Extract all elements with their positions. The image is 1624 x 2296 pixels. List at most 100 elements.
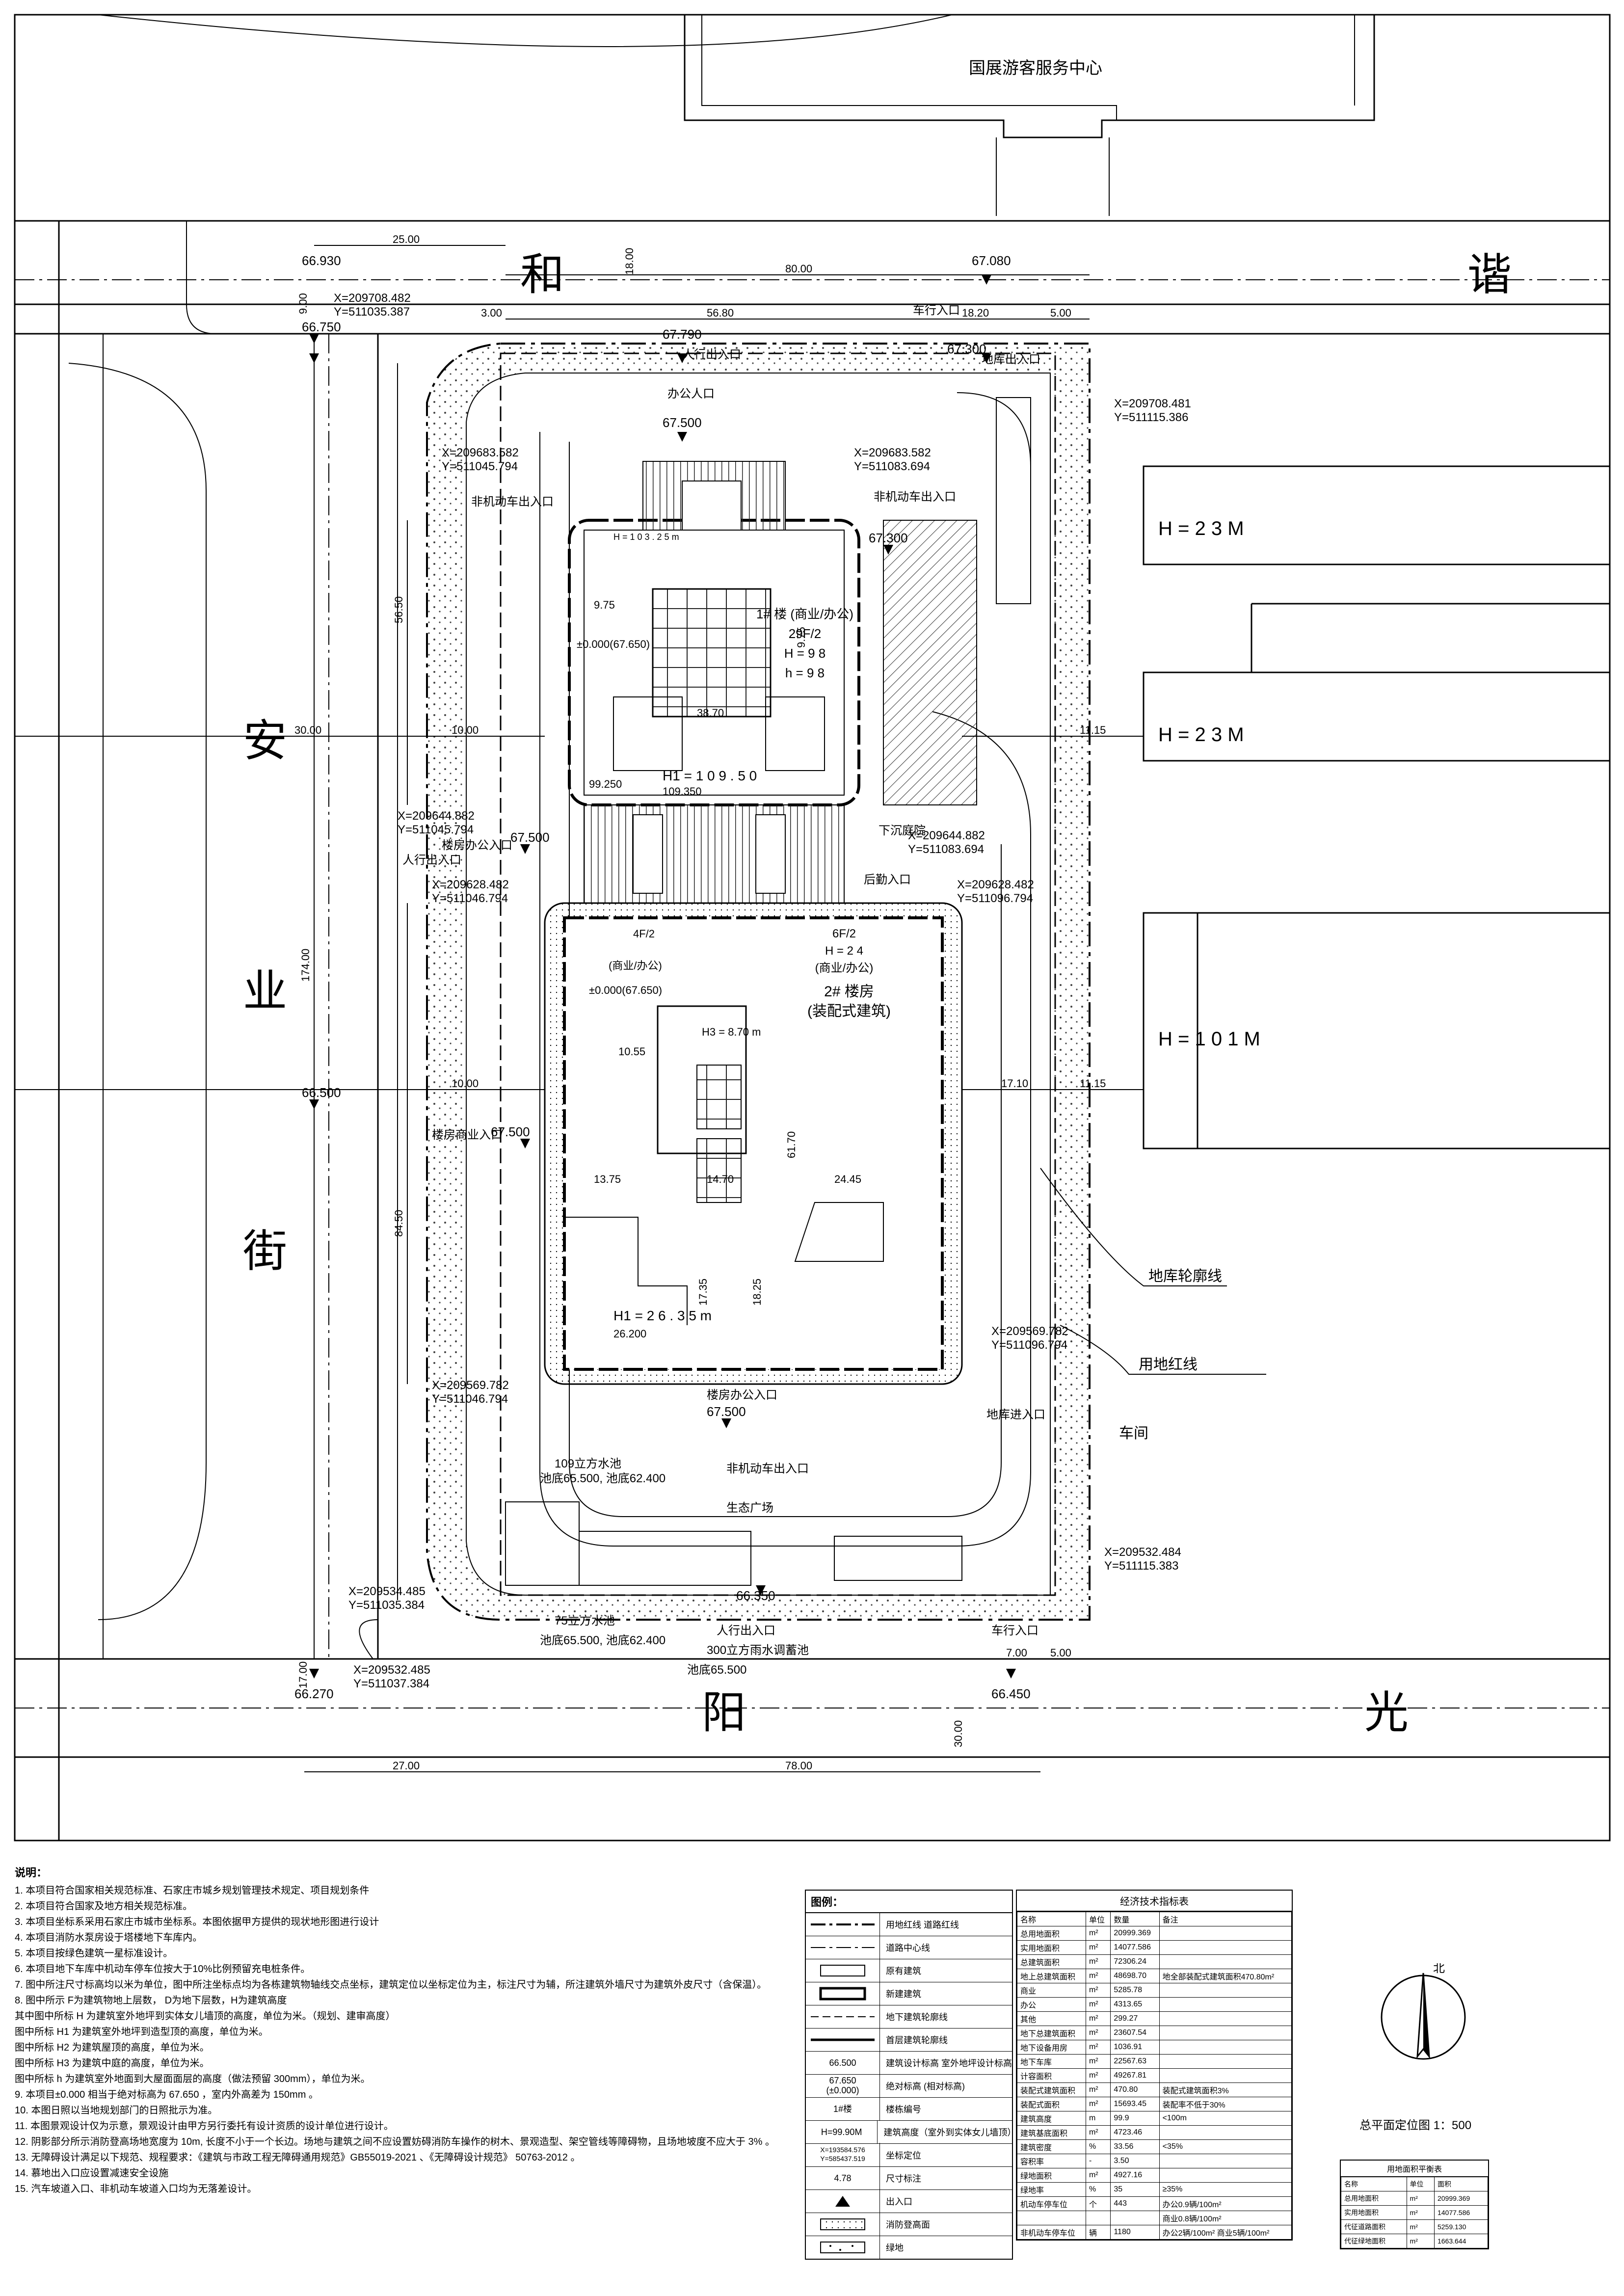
svg-text:X=209532.484: X=209532.484 <box>1104 1546 1181 1559</box>
legend-symbol: Y=585437.519 <box>820 2154 865 2163</box>
dim-24-45: 24.45 <box>834 1173 861 1185</box>
tech-row-cell <box>1159 2054 1292 2069</box>
tech-row-cell: m² <box>1085 2125 1111 2140</box>
svg-text:75立方水池: 75立方水池 <box>555 1614 615 1628</box>
svg-text:下沉庭院: 下沉庭院 <box>879 824 926 837</box>
note-item: 14. 慕地出入口应设置减速安全设施 <box>15 2168 169 2179</box>
tech-row-cell: 3.50 <box>1110 2154 1160 2168</box>
dim-84-50: 84.50 <box>393 1210 405 1237</box>
legend-item: 道路中心线 <box>886 1943 930 1953</box>
legend-item: 消防登高面 <box>886 2220 930 2230</box>
legend-item: 楼栋编号 <box>886 2105 921 2114</box>
svg-text:Y=511083.694: Y=511083.694 <box>854 460 930 473</box>
elev-67-500-2: 67.500 <box>510 830 550 845</box>
tech-row-cell: 99.9 <box>1110 2111 1160 2126</box>
land-balance-row-cell: 总用地面积 <box>1341 2191 1407 2206</box>
tech-row-cell: 建筑密度 <box>1017 2139 1086 2154</box>
tech-row-cell: <100m <box>1159 2111 1292 2126</box>
note-item: 1. 本项目符合国家相关规范标准、石家庄市城乡规划管理技术规定、项目规划条件 <box>15 1885 370 1896</box>
dim-17: 17.00 <box>297 1661 309 1688</box>
land-balance-row-cell: m² <box>1406 2219 1435 2234</box>
svg-text:楼房商业入口: 楼房商业入口 <box>432 1128 503 1142</box>
note-item: 图中所标 H3 为建筑中庭的高度，单位为米。 <box>15 2058 210 2069</box>
elev-66-350: 66.350 <box>736 1588 775 1603</box>
tech-row-cell <box>1159 1954 1292 1969</box>
tech-header: 单位 <box>1085 1912 1111 1926</box>
svg-text:地库进入口: 地库进入口 <box>986 1408 1045 1421</box>
land-balance-row-cell: 实用地面积 <box>1341 2205 1407 2220</box>
svg-text:非机动车出入口: 非机动车出入口 <box>471 495 554 508</box>
tech-row-cell: m² <box>1085 2097 1111 2111</box>
tech-row-cell: 5285.78 <box>1110 1983 1160 1998</box>
land-balance-row-cell: m² <box>1406 2191 1435 2206</box>
tech-title: 经济技术指标表 <box>1017 1891 1292 1912</box>
note-item: 12. 阴影部分所示消防登高场地宽度为 10m, 长度不小于一个长边。场地与建筑… <box>15 2136 775 2147</box>
svg-text:X=209628.482: X=209628.482 <box>432 878 509 891</box>
tech-row-cell <box>1159 2068 1292 2083</box>
b2-label: 2# 楼房 <box>824 984 874 1000</box>
svg-text:X=209628.482: X=209628.482 <box>957 878 1034 891</box>
svg-text:非机动车出入口: 非机动车出入口 <box>874 490 956 504</box>
elev-67-500: 67.500 <box>663 415 702 430</box>
legend-item: (相对标高) <box>924 2082 965 2091</box>
dim-30-s: 30.00 <box>952 1720 964 1747</box>
tech-row-cell: m² <box>1085 2082 1111 2097</box>
b1-floor-h: H = 1 0 3 . 2 5 m <box>613 532 679 542</box>
tech-row-cell: 装配式面积 <box>1017 2097 1086 2111</box>
building-2: 6F/2 H = 2 4 (商业/办公) 2# 楼房 (装配式建筑) 4F/2 … <box>544 902 963 1385</box>
dim-56-80: 56.80 <box>707 307 734 319</box>
entrance-labels: 人行出入口 办公人口 车行入口 地库出入口 非机动车出入口 非机动车出入口 人行… <box>402 304 1045 1677</box>
tech-row-cell <box>1159 1983 1292 1998</box>
elev-67-300-2: 67.300 <box>869 531 908 545</box>
road-name-west-2: 业 <box>243 967 287 1016</box>
svg-text:人行出入口: 人行出入口 <box>717 1624 775 1637</box>
land-balance-header: 面积 <box>1434 2177 1489 2191</box>
tech-row-cell: 其他 <box>1017 2011 1086 2026</box>
svg-text:人行出入口: 人行出入口 <box>402 854 461 867</box>
tech-row-cell: - <box>1085 2154 1111 2168</box>
note-item: 图中所标 h 为建筑室外地面到大屋面面层的高度（做法预留 300mm），单位为米… <box>15 2074 371 2084</box>
tech-row-cell: m² <box>1085 2026 1111 2040</box>
note-item: 7. 图中所注尺寸标高均以米为单位，图中所注坐标点均为各栋建筑物轴线交点坐标，建… <box>15 1979 767 1990</box>
elev-66-450: 66.450 <box>991 1686 1031 1701</box>
tech-row-cell: 14077.586 <box>1110 1940 1160 1955</box>
tech-row-cell: m² <box>1085 1969 1111 1983</box>
tech-row-cell: 建筑高度 <box>1017 2111 1086 2126</box>
tech-row-cell: 辆 <box>1085 2225 1111 2240</box>
note-item: 11. 本图景观设计仅为示意，景观设计由甲方另行委托有设计资质的设计单位进行设计… <box>15 2121 394 2132</box>
legend-title: 图例： <box>806 1891 1012 1913</box>
tech-row-cell: 实用地面积 <box>1017 1940 1086 1955</box>
tech-row-cell: 地下车库 <box>1017 2054 1086 2069</box>
dim-9: 9.00 <box>297 293 309 314</box>
note-item: 13. 无障碍设计满足以下规范、规程要求：《建筑与市政工程无障碍通用规范》GB5… <box>15 2152 581 2163</box>
elevation-markers <box>309 275 1016 1679</box>
dim-9-75: 9.75 <box>594 599 615 611</box>
tech-row-cell <box>1159 1926 1292 1941</box>
svg-text:X=209644.882: X=209644.882 <box>908 829 985 842</box>
road-name-north-2: 谐 <box>1467 250 1512 299</box>
note-item: 10. 本图日照以当地规划部门的日照批示为准。 <box>15 2105 218 2116</box>
tech-row-cell: 1180 <box>1110 2225 1160 2240</box>
b1-h1: H1 = 1 0 9 . 5 0 <box>663 768 757 783</box>
svg-text:楼房办公入口: 楼房办公入口 <box>442 839 512 852</box>
tech-row-cell: 地全部装配式建筑面积470.80m² <box>1159 1969 1292 1983</box>
svg-text:楼房办公入口: 楼房办公入口 <box>707 1388 777 1402</box>
dimension-lines <box>15 245 1144 1772</box>
note-item: 9. 本项目±0.000 相当于绝对标高为 67.650 ，室内外高差为 150… <box>15 2089 319 2100</box>
note-item: 图中所标 H2 为建筑屋顶的高度，单位为米。 <box>15 2042 210 2053</box>
svg-text:人行出入口: 人行出入口 <box>682 348 741 361</box>
tech-row-cell: 299.27 <box>1110 2011 1160 2026</box>
svg-text:X=209708.482: X=209708.482 <box>334 292 411 305</box>
tech-row-cell: 22567.63 <box>1110 2054 1160 2069</box>
tech-row-cell: 地下总建筑面积 <box>1017 2026 1086 2040</box>
